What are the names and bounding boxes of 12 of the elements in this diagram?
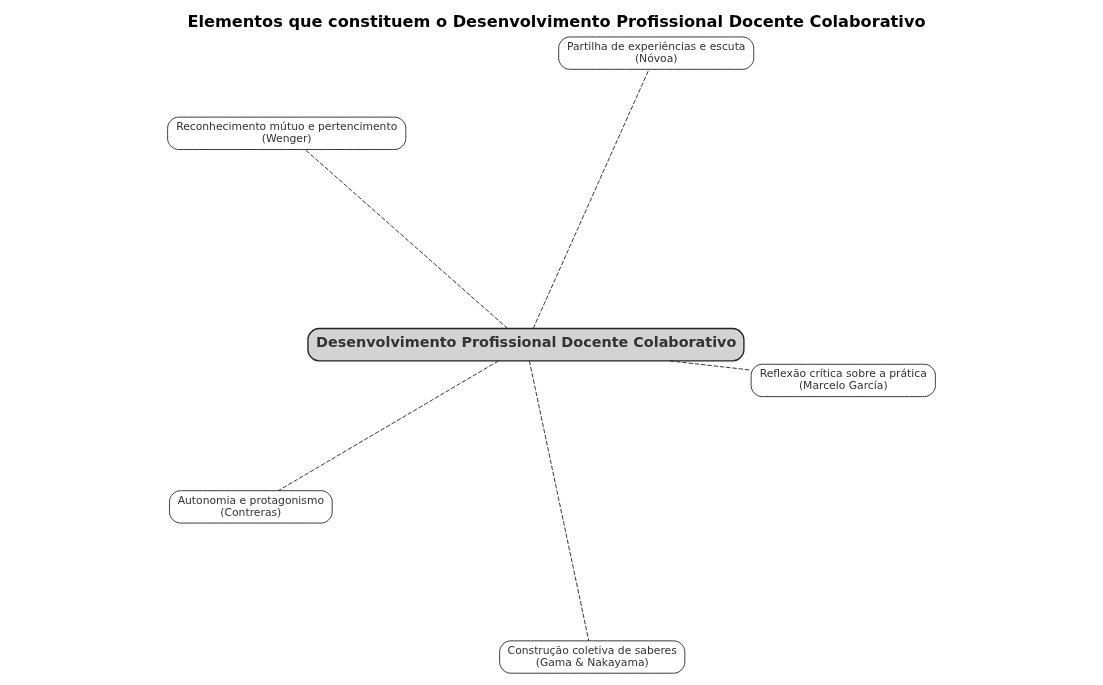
node-box: Autonomia e protagonismo (Contreras) (169, 490, 333, 524)
node-box: Reconhecimento mútuo e pertencimento (Wenger) (167, 116, 407, 150)
diagram-title: Elementos que constituem o Desenvolvimento Profissional Docente Colaborativo (187, 12, 926, 32)
node-box: Construção coletiva de saberes (Gama & Nakayama) (499, 640, 686, 674)
connector (528, 360, 590, 642)
node-box: Desenvolvimento Profissional Docente Colaborativo (307, 327, 745, 362)
node-box: Partilha de experiências e escuta (Nóvoa) (558, 36, 755, 70)
connector (532, 69, 650, 329)
connector (304, 149, 508, 329)
connector (278, 360, 499, 492)
node-box: Reflexão crítica sobre a prática (Marcelo García) (750, 363, 936, 398)
connector (669, 360, 752, 371)
